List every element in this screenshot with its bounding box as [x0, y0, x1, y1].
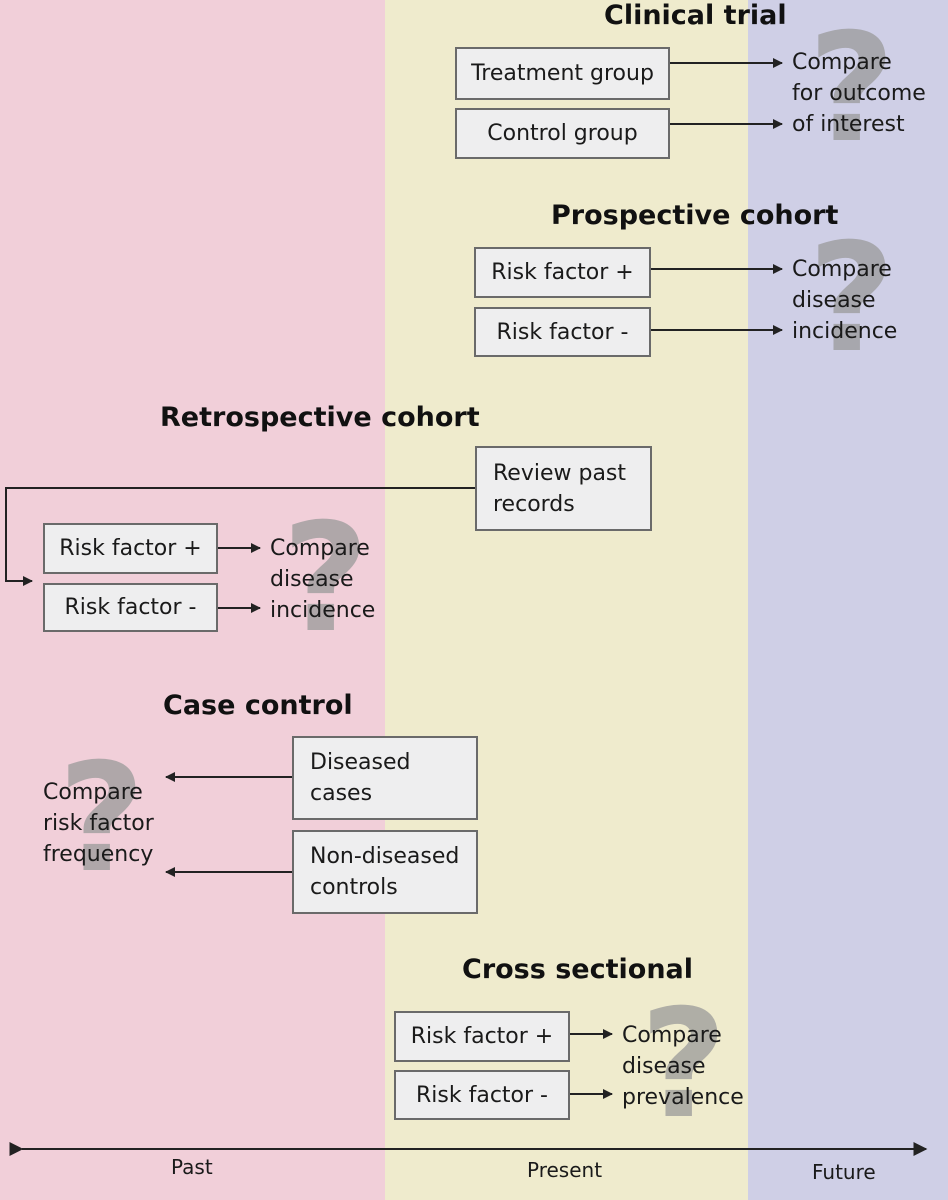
review-past-records-label: Review past records — [493, 460, 627, 517]
non-diseased-controls-label: Non-diseased controls — [310, 844, 460, 900]
retrospective-cohort-outcome: Compare disease incidence — [270, 536, 376, 623]
risk-factor-negative-box: Risk factor - — [394, 1070, 570, 1120]
timeline-present-label: Present — [527, 1158, 603, 1182]
case-control-title: Case control — [163, 690, 353, 721]
question-mark-icon: ? — [640, 978, 728, 1152]
timeline-future-label: Future — [812, 1160, 876, 1184]
prospective-cohort-outcome: Compare disease incidence — [792, 257, 898, 344]
clinical-trial-title: Clinical trial — [604, 0, 787, 31]
review-past-records-box: Review past records — [475, 446, 652, 531]
case-control-outcome: Compare risk factor frequency — [43, 780, 154, 867]
treatment-group-box: Treatment group — [455, 47, 670, 100]
clinical-trial-outcome: Compare for outcome of interest — [792, 50, 926, 137]
present-band — [385, 0, 748, 1200]
timeline-past-label: Past — [171, 1155, 213, 1179]
question-mark-icon: ? — [58, 732, 146, 906]
question-mark-icon: ? — [808, 212, 896, 386]
question-mark-icon: ? — [808, 2, 896, 176]
risk-factor-negative-box: Risk factor - — [474, 307, 651, 357]
diseased-cases-label: Diseased cases — [310, 750, 411, 806]
diseased-cases-box: Diseased cases — [292, 736, 478, 820]
future-band — [748, 0, 948, 1200]
risk-factor-negative-box: Risk factor - — [43, 583, 218, 632]
non-diseased-controls-box: Non-diseased controls — [292, 830, 478, 914]
retrospective-cohort-title: Retrospective cohort — [160, 402, 480, 433]
risk-factor-positive-box: Risk factor + — [394, 1011, 570, 1062]
risk-factor-positive-box: Risk factor + — [474, 247, 651, 298]
cross-sectional-title: Cross sectional — [462, 954, 694, 985]
prospective-cohort-title: Prospective cohort — [551, 200, 839, 231]
question-mark-icon: ? — [282, 492, 370, 666]
cross-sectional-outcome: Compare disease prevalence — [622, 1023, 744, 1110]
control-group-box: Control group — [455, 108, 670, 159]
risk-factor-positive-box: Risk factor + — [43, 523, 218, 574]
review-records-connector — [5, 487, 475, 586]
